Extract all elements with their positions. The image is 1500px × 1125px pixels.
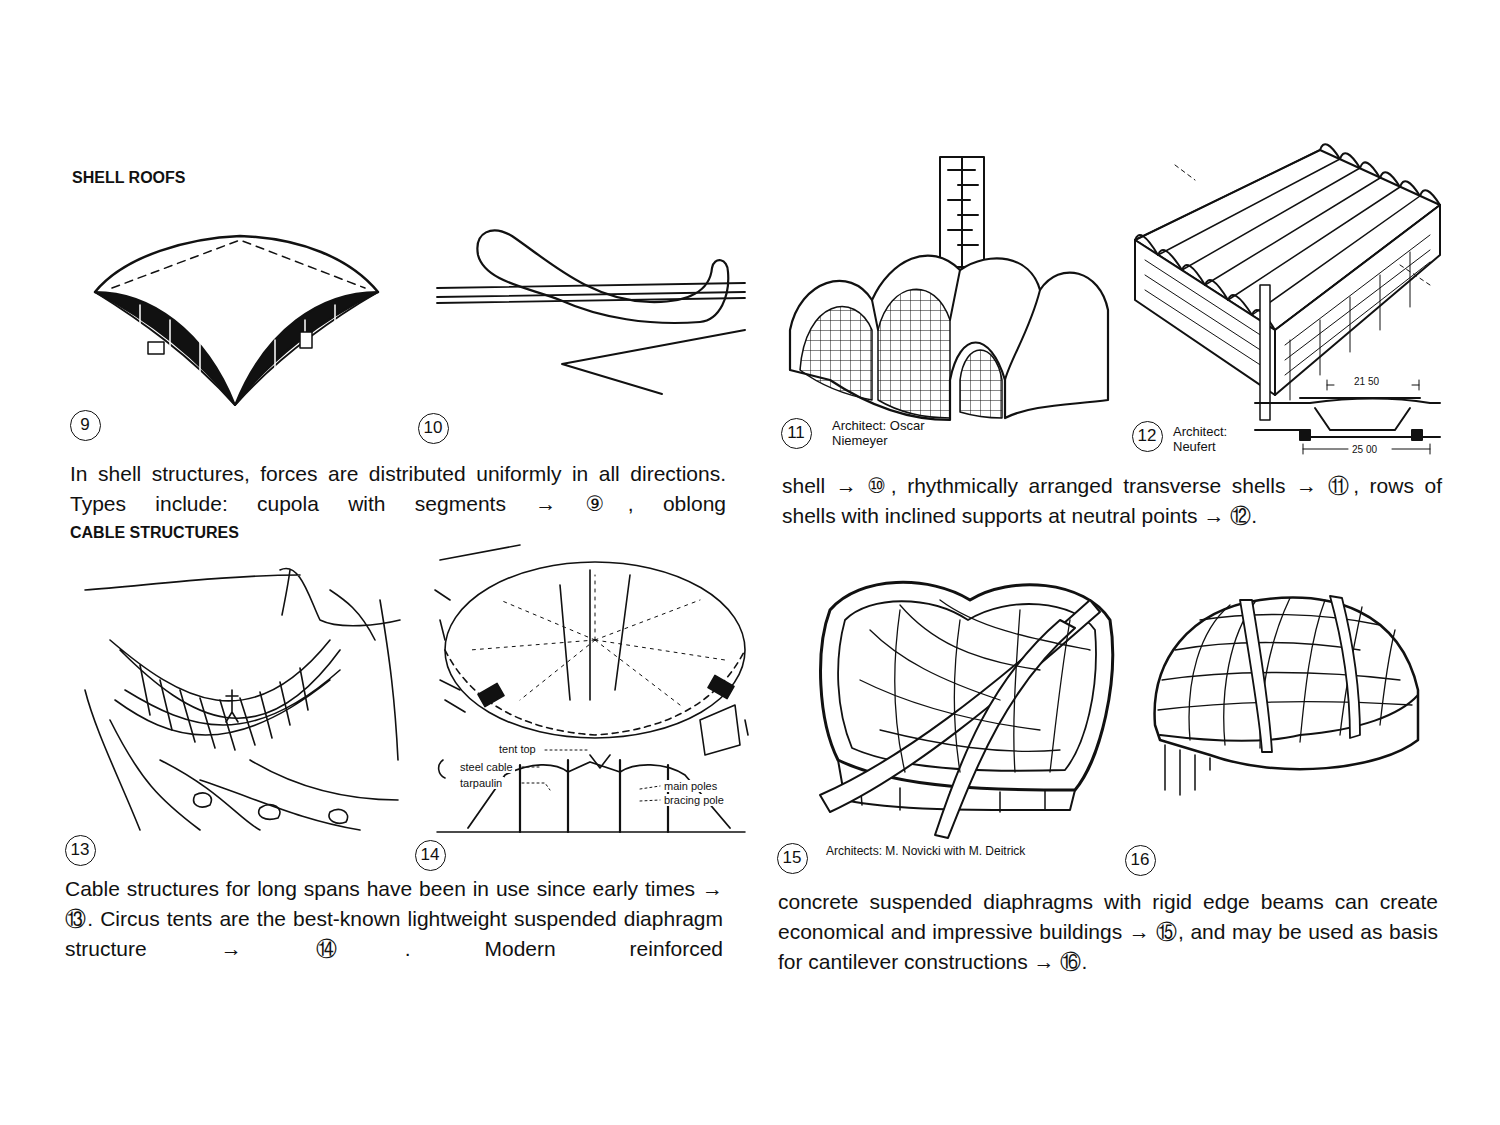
callout-circle: 16 (1125, 845, 1156, 876)
architect-credit: Architects: M. Novicki with M. Deitrick (826, 844, 1076, 858)
callout-circle: 15 (777, 843, 808, 874)
part-label: tarpaulin (458, 777, 504, 789)
callout-number: 12 (1138, 426, 1157, 445)
oblong-shell-drawing (437, 230, 745, 394)
circus-tent-drawing (435, 545, 748, 832)
dimension: 21 50 (1352, 376, 1381, 388)
callout-circle: 9 (70, 410, 101, 441)
part-label: tent top (497, 743, 538, 755)
callout-circle: 13 (65, 835, 96, 866)
part-label: steel cable (458, 761, 515, 773)
section-heading: SHELL ROOFS (72, 169, 186, 187)
dimension: 25 00 (1350, 444, 1379, 456)
body-text: Cable structures for long spans have bee… (65, 874, 723, 964)
callout-text-holder: 14 (421, 845, 440, 865)
transverse-shells-drawing (790, 157, 1108, 420)
cupola-drawing (95, 236, 378, 405)
part-label: main poles (662, 780, 719, 792)
callout-text-holder: 9 (80, 415, 89, 435)
dome-drawing (1155, 596, 1418, 795)
callout-text-holder: 12 (1138, 426, 1157, 446)
callout-text-holder: 11 (787, 423, 805, 443)
rope-bridge-drawing (85, 568, 400, 830)
callout-number: 15 (783, 848, 802, 867)
callout-number: 16 (1131, 850, 1150, 869)
callout-number: 13 (71, 840, 90, 859)
callout-circle: 10 (418, 413, 449, 444)
body-text: shell → ⑩, rhythmically arranged transve… (782, 471, 1442, 531)
callout-number: 10 (424, 418, 443, 437)
arena-drawing (820, 582, 1113, 838)
callout-number: 11 (787, 423, 805, 442)
body-text: concrete suspended diaphragms with rigid… (778, 887, 1438, 977)
callout-text-holder: 10 (424, 418, 443, 438)
callout-text-holder: 16 (1131, 850, 1150, 870)
part-label: bracing pole (662, 794, 726, 806)
callout-circle: 14 (415, 840, 446, 871)
section-heading: CABLE STRUCTURES (70, 523, 239, 543)
body-text: In shell structures, forces are distribu… (70, 459, 726, 519)
architect-credit: Architect: Neufert (1173, 424, 1249, 454)
architect-credit: Architect: Oscar Niemeyer (832, 418, 950, 448)
callout-text-holder: 15 (783, 848, 802, 868)
callout-text-holder: 13 (71, 840, 90, 860)
callout-number: 9 (80, 415, 89, 434)
shell-rows-drawing (1135, 144, 1440, 454)
callout-circle: 12 (1132, 421, 1163, 452)
callout-circle: 11 (781, 418, 812, 449)
callout-number: 14 (421, 845, 440, 864)
